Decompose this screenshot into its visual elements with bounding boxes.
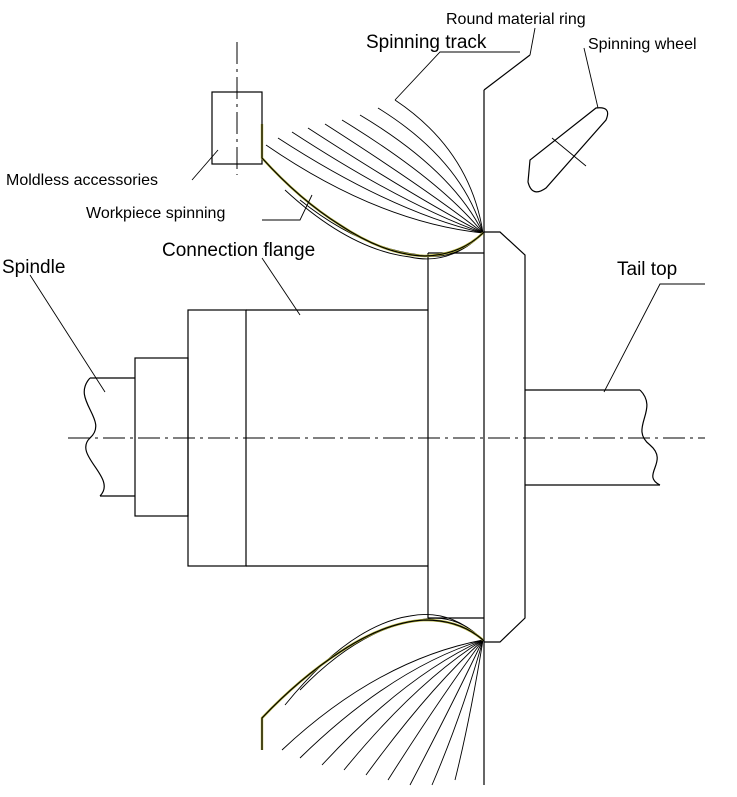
round-material-ring xyxy=(483,54,531,785)
label-round-material-ring: Round material ring xyxy=(446,11,586,28)
tail-top-pad xyxy=(484,231,526,643)
workpiece-upper-outline xyxy=(261,124,484,257)
label-spindle: Spindle xyxy=(2,257,65,278)
leader-lines xyxy=(29,27,705,393)
workpiece-lower xyxy=(260,618,484,750)
label-moldless-accessories: Moldless accessories xyxy=(6,172,158,189)
workpiece-upper xyxy=(260,124,484,258)
spindle xyxy=(83,377,135,497)
workpiece-lower-outline xyxy=(261,619,484,750)
spinning-track-lower xyxy=(281,613,484,786)
label-workpiece-spinning: Workpiece spinning xyxy=(86,205,225,222)
label-tail-top: Tail top xyxy=(617,259,677,280)
spindle-step xyxy=(134,357,189,517)
spinning-wheel xyxy=(527,107,609,193)
tail-top-shaft xyxy=(525,389,661,486)
spinning-track-upper xyxy=(265,99,484,260)
label-connection-flange: Connection flange xyxy=(162,240,315,261)
spindle-collar xyxy=(187,309,247,567)
label-spinning-wheel: Spinning wheel xyxy=(588,36,697,53)
label-spinning-track: Spinning track xyxy=(366,32,487,53)
connection-flange xyxy=(246,252,484,619)
